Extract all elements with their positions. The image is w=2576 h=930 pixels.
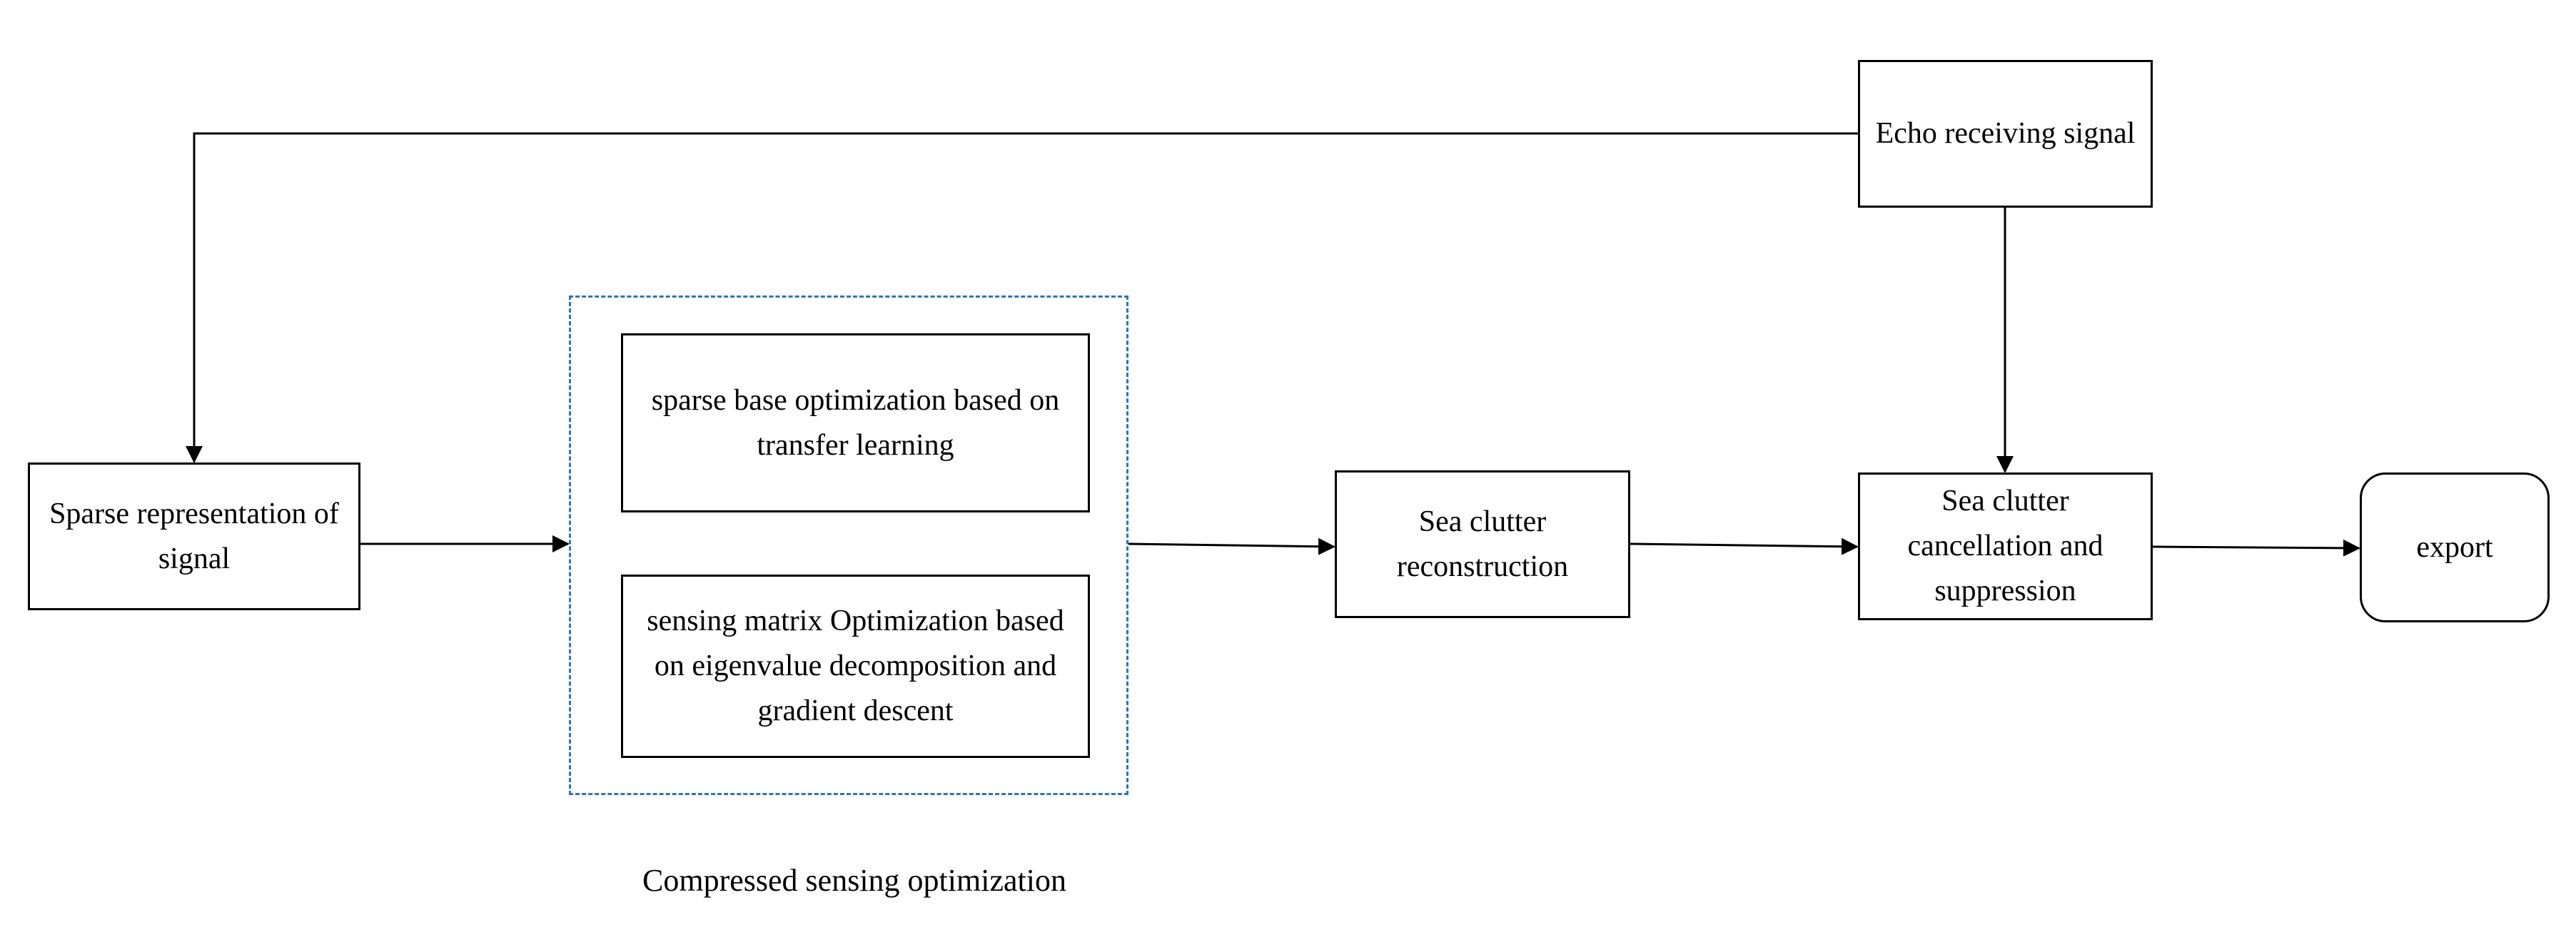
node-cancellation-label: Sea clutter cancellation and suppression — [1907, 485, 2103, 607]
node-sea-clutter-cancellation: Sea clutter cancellation and suppression — [1858, 472, 2153, 620]
edge-echo-to-sparse-representation — [186, 132, 1858, 463]
compressed-sensing-group — [569, 295, 1128, 795]
node-export-label: export — [2416, 530, 2493, 564]
node-sparse-representation: Sparse representation of signal — [28, 463, 360, 610]
node-sparse-base-optimization: sparse base optimization based on transf… — [621, 333, 1090, 512]
edge-reconstruction-to-cancellation — [1630, 537, 1859, 555]
node-sensing-matrix-label: sensing matrix Optimization based on eig… — [647, 605, 1064, 727]
node-sensing-matrix-optimization: sensing matrix Optimization based on eig… — [621, 575, 1090, 758]
node-export: export — [2360, 472, 2550, 622]
edge-cancellation-to-export — [2152, 539, 2360, 557]
node-sparse-base-label: sparse base optimization based on transf… — [651, 383, 1060, 462]
node-echo-label: Echo receiving signal — [1875, 117, 2136, 150]
node-reconstruction-label: Sea clutter reconstruction — [1396, 505, 1569, 583]
node-sea-clutter-reconstruction: Sea clutter reconstruction — [1335, 470, 1630, 618]
group-label: Compressed sensing optimization — [642, 863, 1066, 898]
node-sparse-representation-label: Sparse representation of signal — [49, 497, 339, 575]
node-echo-receiving-signal: Echo receiving signal — [1858, 60, 2153, 208]
edge-group-to-reconstruction — [1128, 537, 1335, 555]
